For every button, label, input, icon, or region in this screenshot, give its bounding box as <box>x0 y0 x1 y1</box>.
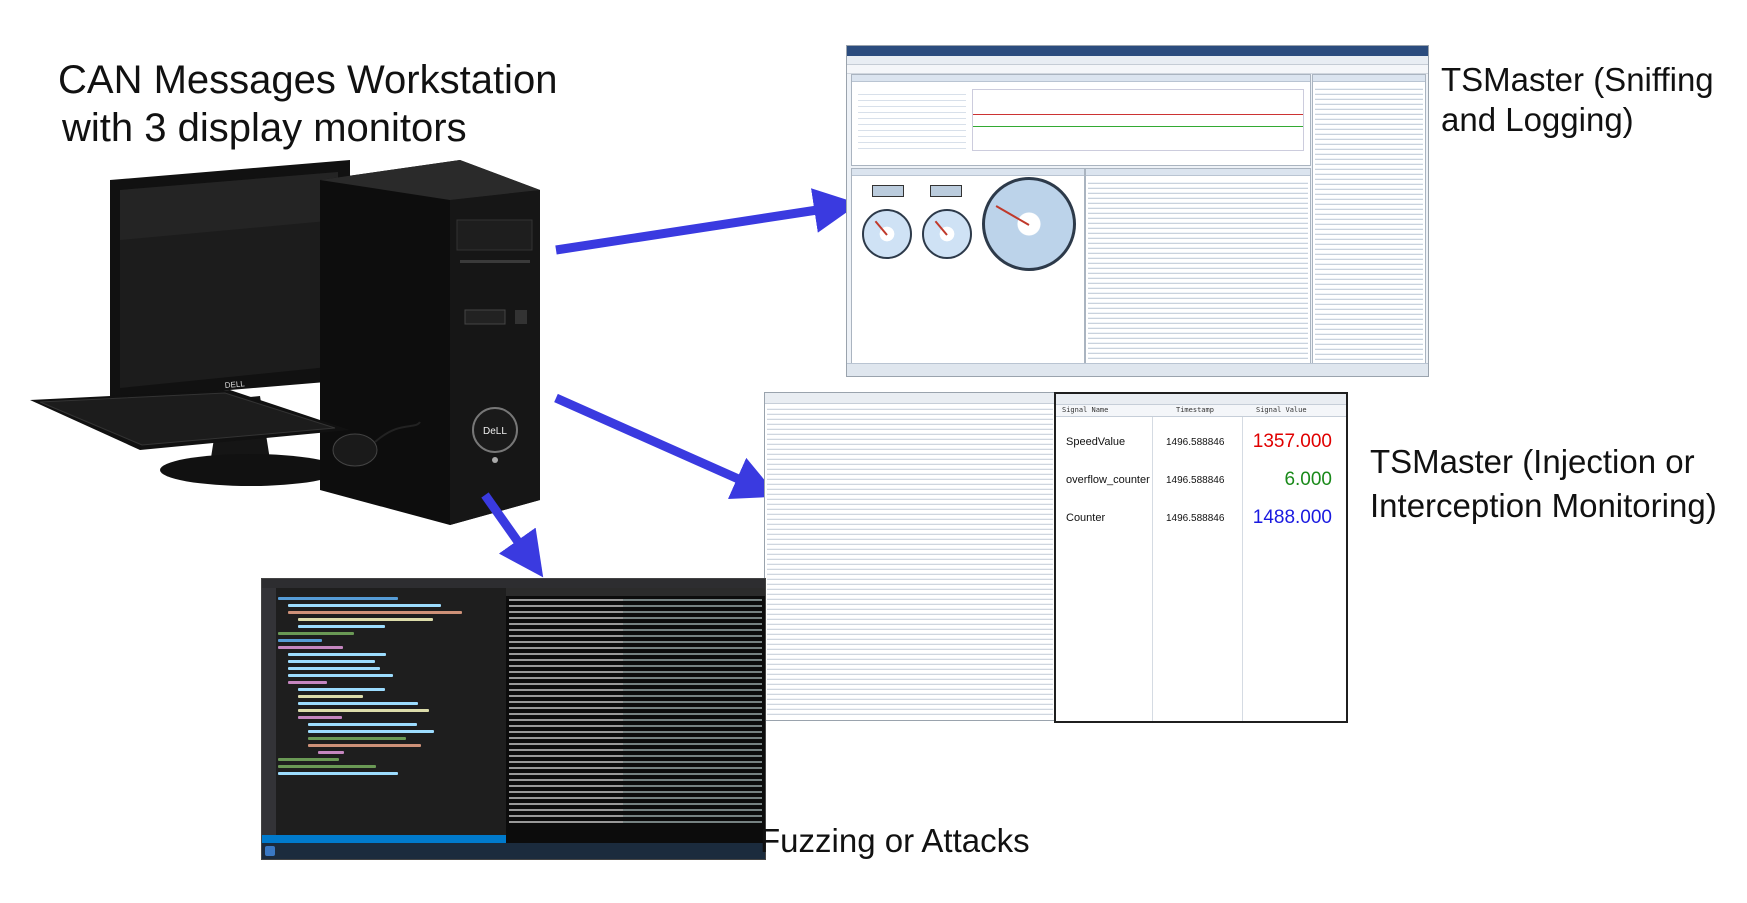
gauge-middle <box>922 209 972 259</box>
editor-status-bar <box>262 835 506 843</box>
gauges-pane <box>851 168 1085 364</box>
signal-row: overflow_counter 1496.588846 6.000 <box>1056 467 1346 493</box>
label-sniffing-line-2: and Logging) <box>1441 101 1634 138</box>
trace-pane <box>1085 168 1311 364</box>
signal-value: 6.000 <box>1284 469 1332 490</box>
signal-value: 1357.000 <box>1252 431 1332 452</box>
arrow-to-fuzzing <box>481 492 544 578</box>
tsmaster-trace-screenshot <box>764 392 1056 721</box>
signal-name: Counter <box>1066 512 1106 524</box>
status-bar <box>847 363 1428 376</box>
tower-icon: DeLL <box>320 160 540 525</box>
signal-timestamp: 1496.588846 <box>1166 475 1225 486</box>
gauge-speed <box>982 177 1076 271</box>
label-injection-line-1: TSMaster (Injection or <box>1370 443 1695 480</box>
signal-value: 1488.000 <box>1252 507 1332 528</box>
start-icon <box>265 846 275 856</box>
col-timestamp: Timestamp <box>1176 406 1214 414</box>
fuzzing-attack-screenshot <box>261 578 766 860</box>
toolbar <box>847 65 1428 74</box>
menu-bar <box>847 56 1428 65</box>
numeric-display-titlebar <box>1056 394 1346 405</box>
signal-timestamp: 1496.588846 <box>1166 513 1225 524</box>
signal-row: SpeedValue 1496.588846 1357.000 <box>1056 429 1346 455</box>
signal-row: Counter 1496.588846 1488.000 <box>1056 505 1346 531</box>
svg-text:DeLL: DeLL <box>483 426 507 437</box>
signal-list-pane <box>1312 74 1426 364</box>
taskbar <box>262 843 765 859</box>
col-signal-value: Signal Value <box>1256 406 1307 414</box>
label-sniffing: TSMaster (Sniffing and Logging) <box>1441 60 1714 140</box>
label-injection-line-2: Interception Monitoring) <box>1370 487 1717 524</box>
editor-activity-bar <box>262 588 276 843</box>
editor-titlebar <box>262 579 765 588</box>
signal-timestamp: 1496.588846 <box>1166 437 1225 448</box>
label-sniffing-line-1: TSMaster (Sniffing <box>1441 61 1714 98</box>
label-injection: TSMaster (Injection or Interception Moni… <box>1370 440 1717 528</box>
arrow-to-injection <box>554 393 779 499</box>
numeric-display-window: Signal Name Timestamp Signal Value Speed… <box>1054 392 1348 723</box>
arrow-to-sniffing <box>555 188 859 255</box>
signal-name: SpeedValue <box>1066 436 1126 448</box>
gauge-left <box>862 209 912 259</box>
col-signal-name: Signal Name <box>1062 406 1109 414</box>
column-header: Signal Name Timestamp Signal Value <box>1056 405 1346 417</box>
desktop-computer-illustration: DELL DeLL <box>30 160 540 525</box>
mouse-icon <box>332 421 421 467</box>
window-titlebar <box>847 46 1428 56</box>
title-line-1: CAN Messages Workstation <box>58 58 558 102</box>
label-fuzzing: Fuzzing or Attacks <box>760 822 1030 859</box>
signal-name: overflow_counter <box>1066 474 1150 486</box>
trace-rows <box>767 405 1053 718</box>
terminal-window <box>506 588 765 843</box>
tsmaster-sniffing-screenshot <box>846 45 1429 377</box>
graph-pane <box>851 74 1311 166</box>
keyboard-icon <box>30 390 350 450</box>
svg-text:DELL: DELL <box>224 379 245 390</box>
code-editor <box>278 597 496 835</box>
title-line-2: with 3 display monitors <box>62 106 467 150</box>
diagram-title: CAN Messages Workstation with 3 display … <box>58 56 557 152</box>
